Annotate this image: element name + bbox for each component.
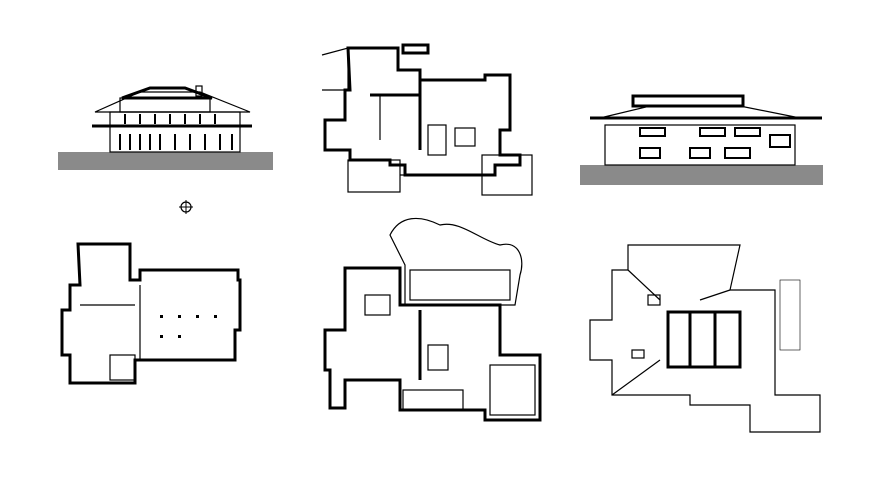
chimney — [631, 349, 645, 359]
ground-band — [58, 152, 273, 170]
ridge — [699, 289, 731, 301]
stair — [427, 124, 447, 156]
ridge — [611, 359, 661, 396]
room — [454, 127, 476, 147]
room — [364, 294, 391, 316]
court — [489, 364, 536, 416]
upper-roof — [631, 94, 745, 108]
columns — [160, 315, 217, 338]
room — [109, 354, 136, 381]
stair — [427, 344, 449, 371]
terrace — [481, 154, 533, 196]
bay — [401, 43, 430, 55]
upper-wall — [119, 97, 211, 113]
compass-icon — [179, 200, 193, 214]
chimney — [195, 85, 203, 97]
chimney — [647, 294, 661, 306]
porch — [321, 47, 349, 91]
basement-plan — [60, 242, 242, 385]
windows — [639, 127, 791, 159]
pool-lower — [402, 389, 464, 411]
garden-terrace — [389, 217, 523, 306]
roof — [599, 105, 801, 119]
elevation-front — [58, 85, 273, 170]
elevation-rear — [580, 94, 823, 185]
roof-core — [666, 310, 742, 369]
pool — [409, 269, 511, 301]
first-floor-plan — [321, 43, 533, 196]
room — [347, 159, 401, 193]
wall — [604, 124, 796, 166]
ground-floor-site-plan — [323, 217, 542, 422]
porch-roof — [779, 279, 801, 351]
roof — [94, 91, 251, 113]
windows — [119, 114, 233, 150]
roof-plan — [589, 244, 821, 433]
ground-band — [580, 165, 823, 185]
